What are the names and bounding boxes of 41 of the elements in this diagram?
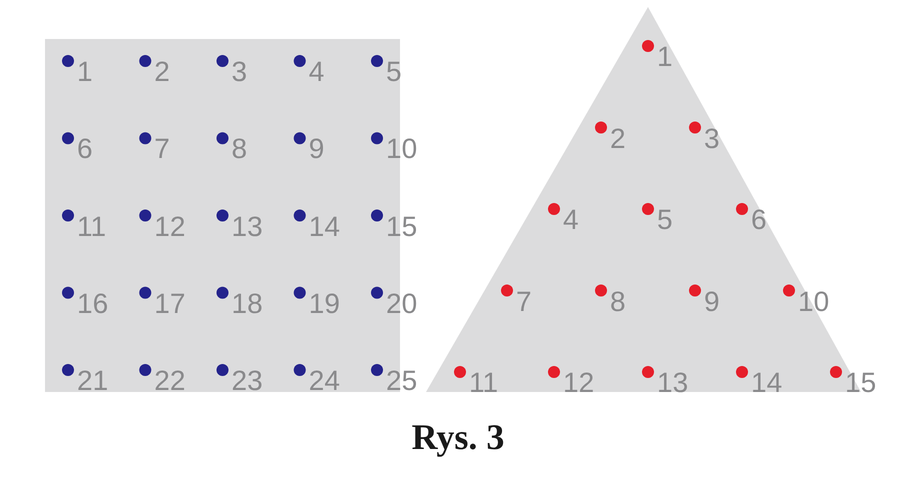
- point-number: 14: [751, 369, 782, 397]
- point-number: 22: [154, 367, 186, 395]
- point-number: 18: [232, 290, 263, 318]
- point-number: 8: [232, 135, 248, 164]
- point-number: 2: [610, 124, 626, 152]
- point-number: 11: [77, 212, 106, 240]
- point-number: 12: [154, 212, 186, 240]
- point-number: 9: [704, 288, 720, 316]
- point-number: 3: [232, 58, 248, 86]
- point-number: 2: [154, 58, 170, 86]
- point-number: 4: [308, 58, 324, 86]
- point-number: 12: [563, 369, 594, 397]
- point-number: 5: [657, 206, 673, 234]
- point-number: 1: [657, 43, 673, 71]
- point-number: 20: [386, 290, 418, 318]
- point-number: 13: [232, 212, 263, 240]
- point-number: 15: [386, 212, 418, 240]
- point-number: 14: [308, 212, 340, 240]
- point-number: 19: [308, 290, 340, 318]
- point-number: 13: [657, 369, 688, 397]
- point-number: 10: [386, 135, 418, 164]
- point-number: 16: [77, 290, 108, 318]
- figure-caption: Rys. 3: [412, 417, 504, 457]
- point-number: 25: [386, 367, 418, 395]
- point-number: 3: [704, 124, 720, 152]
- point-number: 15: [845, 369, 876, 397]
- point-number: 21: [77, 367, 108, 395]
- point-number: 6: [77, 135, 93, 164]
- point-number: 17: [154, 290, 186, 318]
- point-number: 24: [308, 367, 340, 395]
- point-number: 10: [798, 288, 830, 316]
- point-number: 7: [154, 135, 170, 164]
- point-number: 1: [77, 58, 93, 86]
- point-number: 23: [232, 367, 263, 395]
- point-number: 6: [751, 206, 767, 234]
- point-number: 7: [516, 288, 532, 316]
- point-number: 8: [610, 288, 626, 316]
- point-number: 11: [469, 369, 498, 397]
- point-number: 9: [308, 135, 324, 164]
- point-number: 4: [563, 206, 579, 234]
- point-number: 5: [386, 58, 402, 86]
